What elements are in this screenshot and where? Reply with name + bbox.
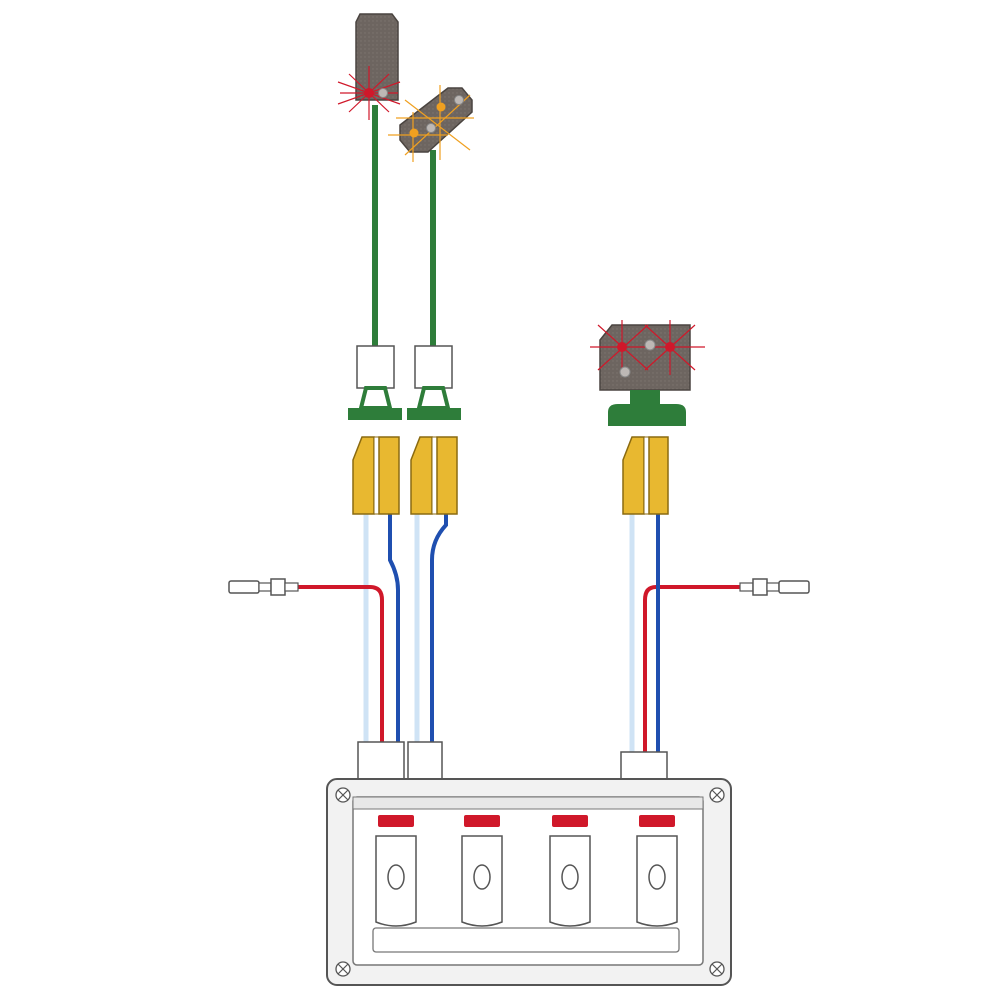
panel-sockets: [357, 741, 668, 781]
signal-dwarf-red[interactable]: [590, 320, 705, 426]
screw-icon: [709, 961, 725, 977]
signal-single-red[interactable]: [337, 13, 401, 350]
signal-tilted-yellow[interactable]: [388, 85, 474, 350]
lamp-white-3: [426, 123, 436, 133]
signal-head-3: [599, 324, 691, 391]
panel-switch-3[interactable]: [549, 815, 591, 927]
panel-switch-2[interactable]: [461, 815, 503, 927]
connector-3[interactable]: [622, 436, 669, 515]
lamp-white-5: [619, 366, 631, 378]
lamp-yellow-2: [409, 128, 419, 138]
lamp-white-2: [454, 95, 464, 105]
panel-switch-4[interactable]: [636, 815, 678, 927]
signal-mast-1: [372, 105, 378, 350]
lamp-yellow-1: [436, 102, 446, 112]
lamp-red-1: [364, 88, 374, 98]
lamp-white-4: [644, 339, 656, 351]
signal-head-2: [399, 87, 473, 153]
screw-icon: [335, 787, 351, 803]
signal-head-1: [355, 13, 399, 101]
signal-base-1: [348, 345, 402, 420]
plug-left[interactable]: [228, 578, 299, 596]
wire-red-right: [643, 585, 740, 755]
socket-3: [620, 751, 668, 781]
connector-2[interactable]: [410, 436, 458, 515]
screw-icon: [709, 787, 725, 803]
wires: [298, 512, 740, 755]
plug-right[interactable]: [739, 578, 810, 596]
lamp-red-3b: [665, 342, 675, 352]
lamp-white-1: [378, 88, 388, 98]
control-panel: [326, 778, 732, 986]
connector-1[interactable]: [352, 436, 400, 515]
wire-blue-1: [388, 512, 400, 745]
signal-base-3: [608, 390, 686, 426]
indicator-icon: [378, 815, 414, 827]
panel-top-strip: [352, 796, 704, 810]
indicator-icon: [639, 815, 675, 827]
screw-icon: [335, 961, 351, 977]
indicator-icon: [464, 815, 500, 827]
wire-red-left: [298, 585, 384, 745]
socket-2: [407, 741, 443, 781]
panel-label-strip: [372, 927, 680, 953]
signal-mast-2: [430, 150, 436, 350]
panel-switch-1[interactable]: [375, 815, 417, 927]
socket-1: [357, 741, 405, 781]
indicator-icon: [552, 815, 588, 827]
wire-blue-2: [430, 512, 448, 745]
signal-base-2: [407, 345, 461, 420]
lamp-red-3a: [617, 342, 627, 352]
